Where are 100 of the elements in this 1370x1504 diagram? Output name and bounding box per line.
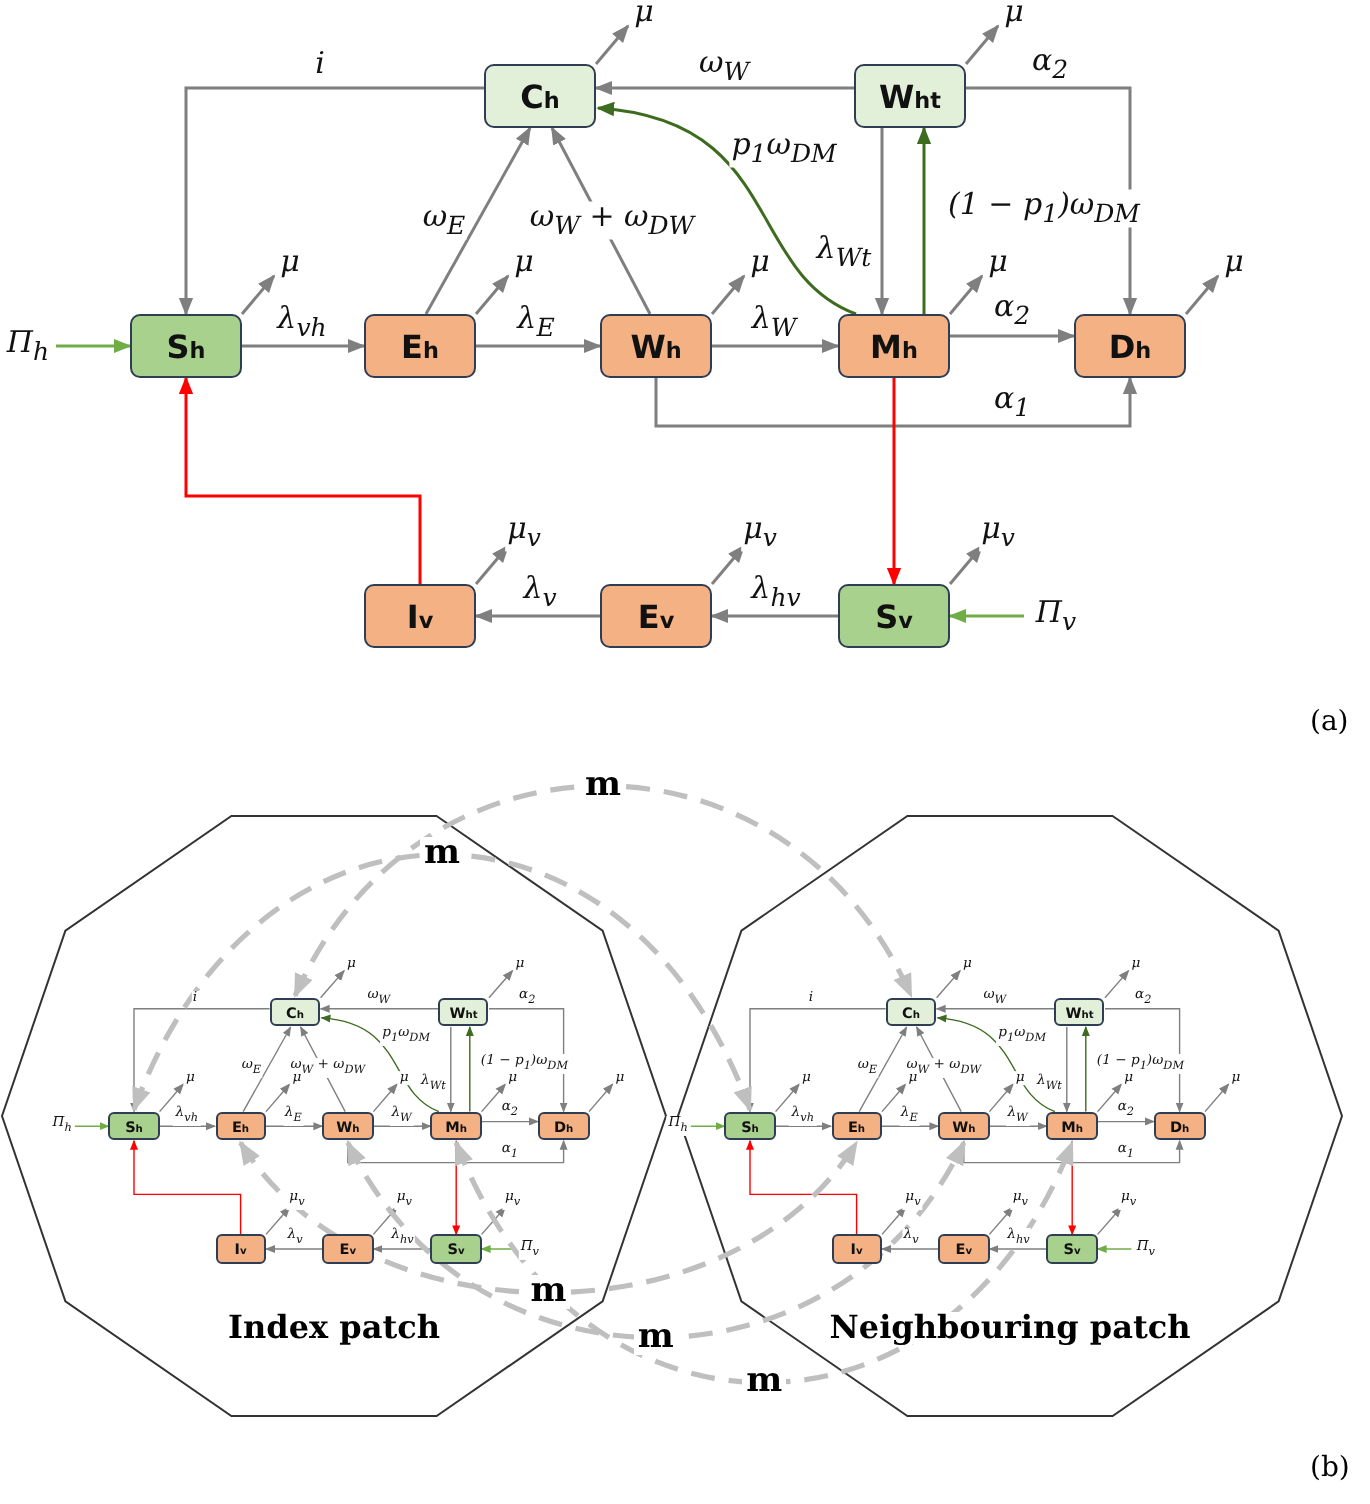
arrow <box>774 1083 800 1113</box>
panel-label: (a) <box>1310 706 1349 738</box>
arrow <box>1104 1008 1184 1113</box>
arrow <box>242 338 366 354</box>
edge-label: λ$_{hv}$ <box>749 573 803 611</box>
arrow <box>935 969 961 999</box>
arrow <box>372 1245 432 1253</box>
arrow <box>130 1139 242 1236</box>
edge-label: m <box>526 1275 571 1310</box>
arrow <box>948 544 984 585</box>
compartment-box: E$_{h}$ <box>364 314 476 378</box>
arrow <box>774 1122 832 1131</box>
arrow <box>1096 1206 1123 1236</box>
arrow <box>948 274 984 315</box>
arrow <box>594 80 854 96</box>
arrow <box>710 274 746 315</box>
arrow <box>988 1083 1014 1113</box>
arrow <box>915 1026 962 1113</box>
panel-label: (b) <box>1310 1452 1350 1484</box>
edge-label: Π$_{v}$ <box>1033 597 1079 635</box>
compartment-box: S$_{v}$ <box>838 584 950 648</box>
arrow <box>74 1122 110 1131</box>
arrow <box>158 1122 216 1131</box>
patch-label: Index patch <box>228 1312 440 1344</box>
arrow <box>465 1026 474 1113</box>
arrow <box>948 608 1024 624</box>
arrow <box>963 1139 1184 1164</box>
arrow <box>453 1140 1075 1385</box>
arrow <box>178 86 484 316</box>
arrow <box>488 1008 568 1113</box>
arrow <box>881 1245 940 1253</box>
arrow <box>988 1206 1014 1236</box>
arrow <box>1184 274 1220 315</box>
arrow <box>988 1122 1048 1131</box>
arrow <box>242 1026 292 1113</box>
edge-label: ω$_{W}$ + ω$_{DW}$ <box>527 201 697 239</box>
edge-label: λ$_{Wt}$ <box>814 233 874 271</box>
arrow <box>319 1004 439 1013</box>
arrow <box>320 1015 440 1113</box>
arrow <box>858 1026 908 1113</box>
patch-label: Neighbouring patch <box>829 1312 1191 1344</box>
arrow <box>746 1008 887 1113</box>
arrow <box>345 1140 967 1340</box>
compartment-box: C$_{h}$ <box>484 64 596 128</box>
arrow <box>988 1245 1048 1253</box>
compartment-box: S$_{h}$ <box>130 314 242 378</box>
arrow <box>474 608 600 624</box>
arrow <box>372 1206 398 1236</box>
arrow <box>950 328 1076 344</box>
arrow <box>240 274 276 315</box>
edge-label: i <box>313 49 327 79</box>
arrow <box>588 1083 614 1113</box>
arrow <box>966 86 1138 316</box>
arrow <box>372 1122 432 1131</box>
arrow <box>56 338 132 354</box>
arrow <box>881 1122 940 1131</box>
compartment-box: M$_{h}$ <box>838 314 950 378</box>
arrow <box>935 1004 1055 1013</box>
arrow <box>446 1026 455 1113</box>
arrow <box>265 1083 291 1113</box>
arrow <box>265 1245 324 1253</box>
arrow <box>881 1083 907 1113</box>
arrow <box>881 1206 907 1236</box>
arrow <box>936 1015 1056 1113</box>
arrow <box>158 1083 184 1113</box>
edge-label: λ$_{vh}$ <box>275 303 329 341</box>
arrow <box>480 1245 517 1253</box>
arrow <box>596 103 857 316</box>
arrow <box>474 544 510 585</box>
arrow <box>712 338 840 354</box>
arrow <box>476 338 602 354</box>
arrow <box>372 1083 398 1113</box>
arrow <box>292 783 914 998</box>
arrow <box>474 274 510 315</box>
edge-label: μ <box>1002 0 1026 27</box>
arrow <box>480 1206 507 1236</box>
arrow <box>347 1139 568 1164</box>
arrow <box>1062 1026 1071 1113</box>
arrow <box>710 544 746 585</box>
arrow <box>130 1008 271 1113</box>
arrow <box>964 24 1000 65</box>
edge-label: (1 − p$_{1}$)ω$_{DM}$ <box>946 189 1142 227</box>
arrow <box>131 852 753 1112</box>
arrow <box>886 378 902 586</box>
arrow <box>916 126 932 314</box>
compartment-box: W$_{h}$ <box>600 314 712 378</box>
arrow <box>1204 1083 1230 1113</box>
edge-label: λ$_{E}$ <box>515 303 557 341</box>
arrow <box>238 1140 859 1295</box>
arrow <box>1104 969 1130 999</box>
compartment-box: W$_{ht}$ <box>854 64 966 128</box>
arrow <box>1096 1117 1155 1126</box>
arrow <box>710 608 838 624</box>
edge-label: μ <box>632 0 656 27</box>
arrow <box>424 126 532 315</box>
arrow <box>480 1083 507 1113</box>
arrow <box>550 126 652 315</box>
arrow <box>1096 1245 1133 1253</box>
edge-label: λ$_{W}$ <box>749 303 799 341</box>
arrow <box>319 969 345 999</box>
